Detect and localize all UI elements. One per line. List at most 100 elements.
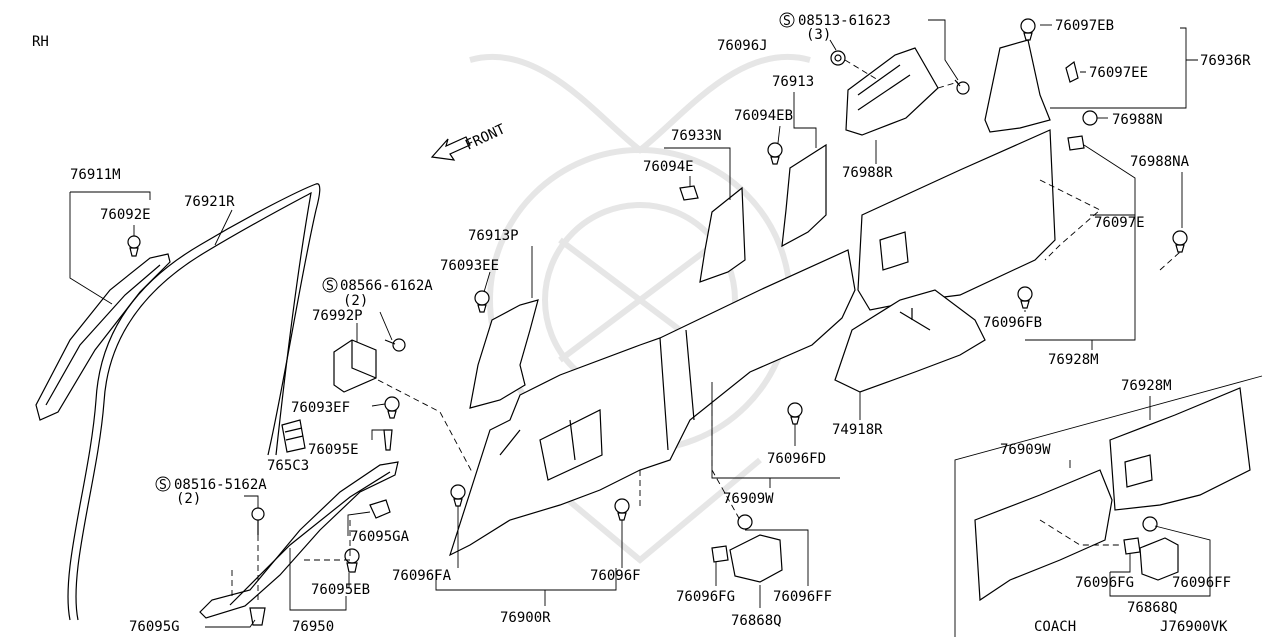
coach-clip-76096FG (1123, 537, 1141, 555)
label-qty-2-b: (2) (176, 491, 201, 507)
part-line (284, 427, 304, 441)
part-pillar-76913 (781, 143, 827, 248)
leader-lines (69, 19, 1211, 628)
clip-76097EB (1020, 18, 1036, 41)
label-76094EB: 76094EB (734, 108, 793, 124)
part-bracket-76868Q (729, 534, 783, 583)
front-arrow-icon (430, 136, 471, 161)
clip-76093EF (384, 396, 400, 419)
coach-clip-76096FF (1142, 516, 1158, 532)
label-76096FD: 76096FD (767, 451, 826, 467)
clip-76095G (249, 607, 266, 626)
clip-76095EB (344, 548, 360, 573)
coach-part-window (1124, 454, 1153, 488)
clip-76094EB (767, 142, 783, 165)
label-76096FG: 76096FG (676, 589, 735, 605)
part-line (659, 329, 695, 451)
label-76992P: 76992P (312, 308, 363, 324)
part-panel-76988R (845, 47, 939, 136)
label-76950: 76950 (292, 619, 334, 635)
part-quarter-panel-76928M (857, 129, 1056, 311)
coach-label-76909W: 76909W (1000, 442, 1051, 458)
part-line (45, 264, 161, 406)
part-line (899, 308, 931, 331)
part-pillar-76936R (984, 39, 1051, 133)
part-welt-strip-76921R (67, 183, 321, 621)
screw-symbol-icon (155, 476, 171, 492)
label-76928M: 76928M (1048, 352, 1099, 368)
label-76909W: 76909W (723, 491, 774, 507)
label-08516-5162A: 08516-5162A (174, 477, 267, 493)
phantom-lines (231, 59, 1181, 600)
front-indicator: FRONT (463, 121, 508, 154)
grommet-76096J (830, 50, 846, 66)
coach-label-76096FF: 76096FF (1172, 575, 1231, 591)
part-pillar-garnish-76911M (35, 253, 171, 421)
part-garnish-76933N (699, 186, 746, 283)
clip-76093EE (474, 290, 490, 313)
clip-76096FD (787, 402, 803, 425)
label-76097E: 76097E (1094, 215, 1145, 231)
screw-08566-6162A (384, 338, 406, 352)
clip-76092E (127, 235, 141, 257)
clip-76096FA (450, 484, 466, 507)
label-qty-2-a: (2) (343, 293, 368, 309)
label-76988N: 76988N (1112, 112, 1163, 128)
coach-inset-border (954, 375, 1263, 637)
label-76096F: 76096F (590, 568, 641, 584)
clip-76096FG (711, 545, 729, 563)
label-74918R: 74918R (832, 422, 883, 438)
label-08513-61623: 08513-61623 (798, 13, 891, 29)
label-76095G: 76095G (129, 619, 180, 635)
clip-76097E (1067, 135, 1085, 151)
label-76913P: 76913P (468, 228, 519, 244)
screw-symbol-c: S (783, 14, 791, 29)
coach-label-76868Q: 76868Q (1127, 600, 1178, 616)
screw-symbol-icon (322, 277, 338, 293)
figure-code: J76900VK (1160, 619, 1228, 635)
label-76933N: 76933N (671, 128, 722, 144)
label-76097EE: 76097EE (1089, 65, 1148, 81)
label-76868Q: 76868Q (731, 613, 782, 629)
part-cover-74918R (834, 289, 986, 393)
part-pad-765C3 (281, 419, 306, 453)
label-76096FB: 76096FB (983, 315, 1042, 331)
screw-symbol-a: S (326, 279, 334, 294)
clip-76096FB (1017, 286, 1033, 309)
coach-label-76928M: 76928M (1121, 378, 1172, 394)
label-76097EB: 76097EB (1055, 18, 1114, 34)
clip-76095GA (369, 499, 391, 519)
clip-76988NA (1172, 230, 1188, 253)
label-76095EB: 76095EB (311, 582, 370, 598)
label-76988NA: 76988NA (1130, 154, 1190, 170)
coach-part-panel-76928M (1109, 387, 1251, 511)
label-76092E: 76092E (100, 207, 151, 223)
clip-76096FF (737, 514, 753, 530)
part-line (75, 191, 312, 621)
label-76096FA: 76096FA (392, 568, 452, 584)
screw-08513-61623 (954, 79, 970, 95)
label-76095GA: 76095GA (350, 529, 410, 545)
label-76936R: 76936R (1200, 53, 1251, 69)
screw-symbol-b: S (159, 478, 167, 493)
clip-76095E (383, 429, 393, 451)
label-76093EF: 76093EF (291, 400, 350, 416)
label-765C3: 765C3 (267, 458, 309, 474)
label-76900R: 76900R (500, 610, 551, 626)
coach-label-76096FG: 76096FG (1075, 575, 1134, 591)
label-76921R: 76921R (184, 194, 235, 210)
label-76913: 76913 (772, 74, 814, 90)
part-line (857, 64, 911, 111)
side-label: RH (32, 34, 49, 50)
clip-76097EE (1065, 60, 1079, 83)
part-bracket-76992P (333, 339, 377, 393)
clip-76094E (679, 185, 699, 201)
part-line (351, 340, 377, 379)
label-76095E: 76095E (308, 442, 359, 458)
label-76096J: 76096J (717, 38, 768, 54)
label-76911M: 76911M (70, 167, 121, 183)
screw-08516-5162A (251, 507, 265, 535)
part-line (499, 419, 576, 461)
